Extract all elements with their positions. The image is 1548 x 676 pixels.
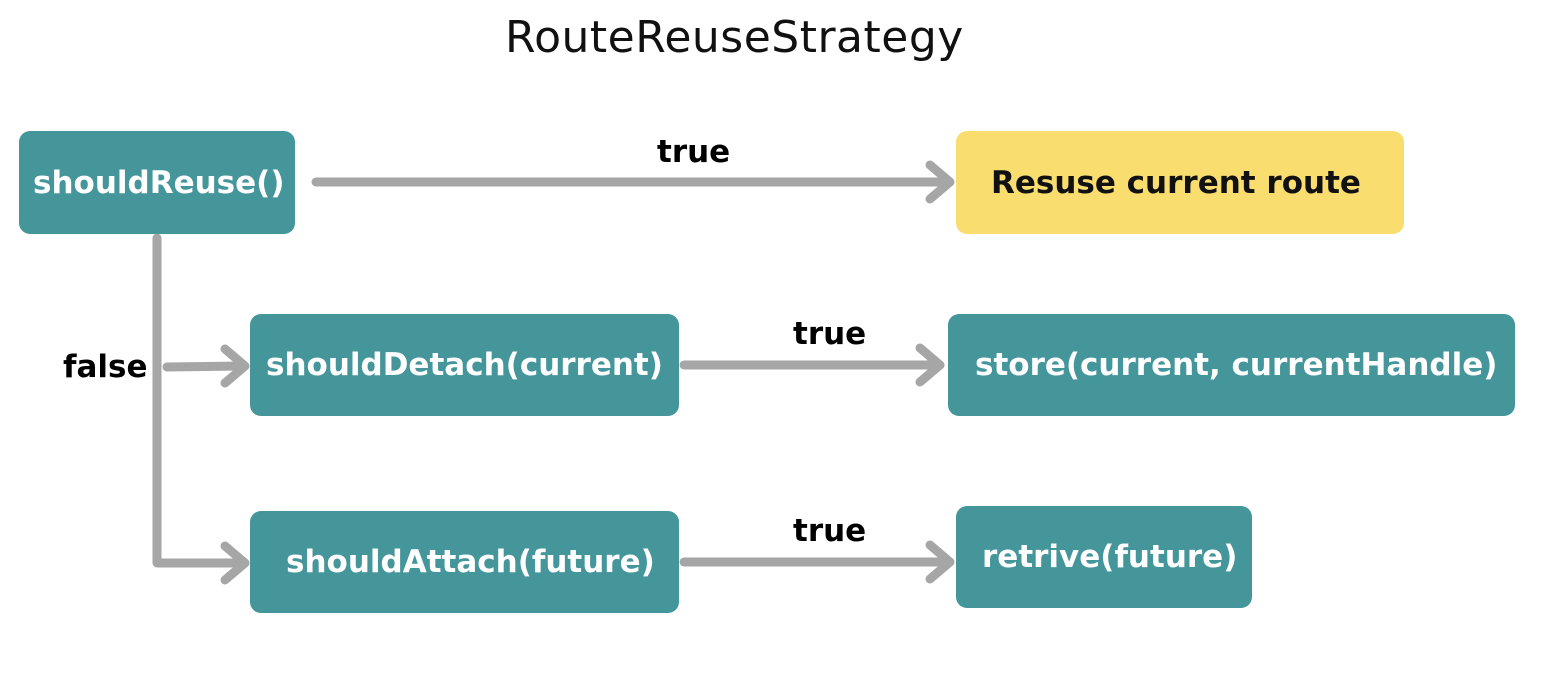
- diagram-title: RouteReuseStrategy: [505, 12, 964, 63]
- node-store-label: store(current, currentHandle): [975, 347, 1498, 383]
- arrow-false-detach: [162, 361, 249, 372]
- node-should-attach: shouldAttach(future): [250, 511, 679, 613]
- arrow-false-trunk: [152, 233, 249, 568]
- node-reuse-current-route: Resuse current route: [956, 131, 1404, 234]
- node-should-reuse-label: shouldReuse(): [33, 164, 285, 201]
- node-should-detach: shouldDetach(current): [250, 314, 679, 416]
- node-retrieve-label: retrive(future): [982, 539, 1238, 575]
- arrowhead-attach-branch: [220, 541, 250, 585]
- edge-label-detach-true: true: [793, 316, 867, 352]
- edge-label-reuse-false: false: [63, 349, 148, 385]
- node-should-reuse: shouldReuse(): [19, 131, 295, 234]
- node-store: store(current, currentHandle): [948, 314, 1515, 416]
- arrowhead-attach-true: [925, 540, 955, 584]
- edge-label-reuse-true: true: [657, 134, 731, 170]
- arrowhead-detach-branch: [220, 344, 250, 388]
- edge-label-attach-true: true: [793, 513, 867, 549]
- arrowhead-reuse-true: [925, 160, 955, 204]
- node-retrieve: retrive(future): [956, 506, 1252, 608]
- node-should-attach-label: shouldAttach(future): [286, 544, 655, 580]
- node-reuse-current-route-label: Resuse current route: [991, 164, 1361, 201]
- node-should-detach-label: shouldDetach(current): [266, 347, 663, 383]
- arrowhead-detach-true: [915, 343, 945, 387]
